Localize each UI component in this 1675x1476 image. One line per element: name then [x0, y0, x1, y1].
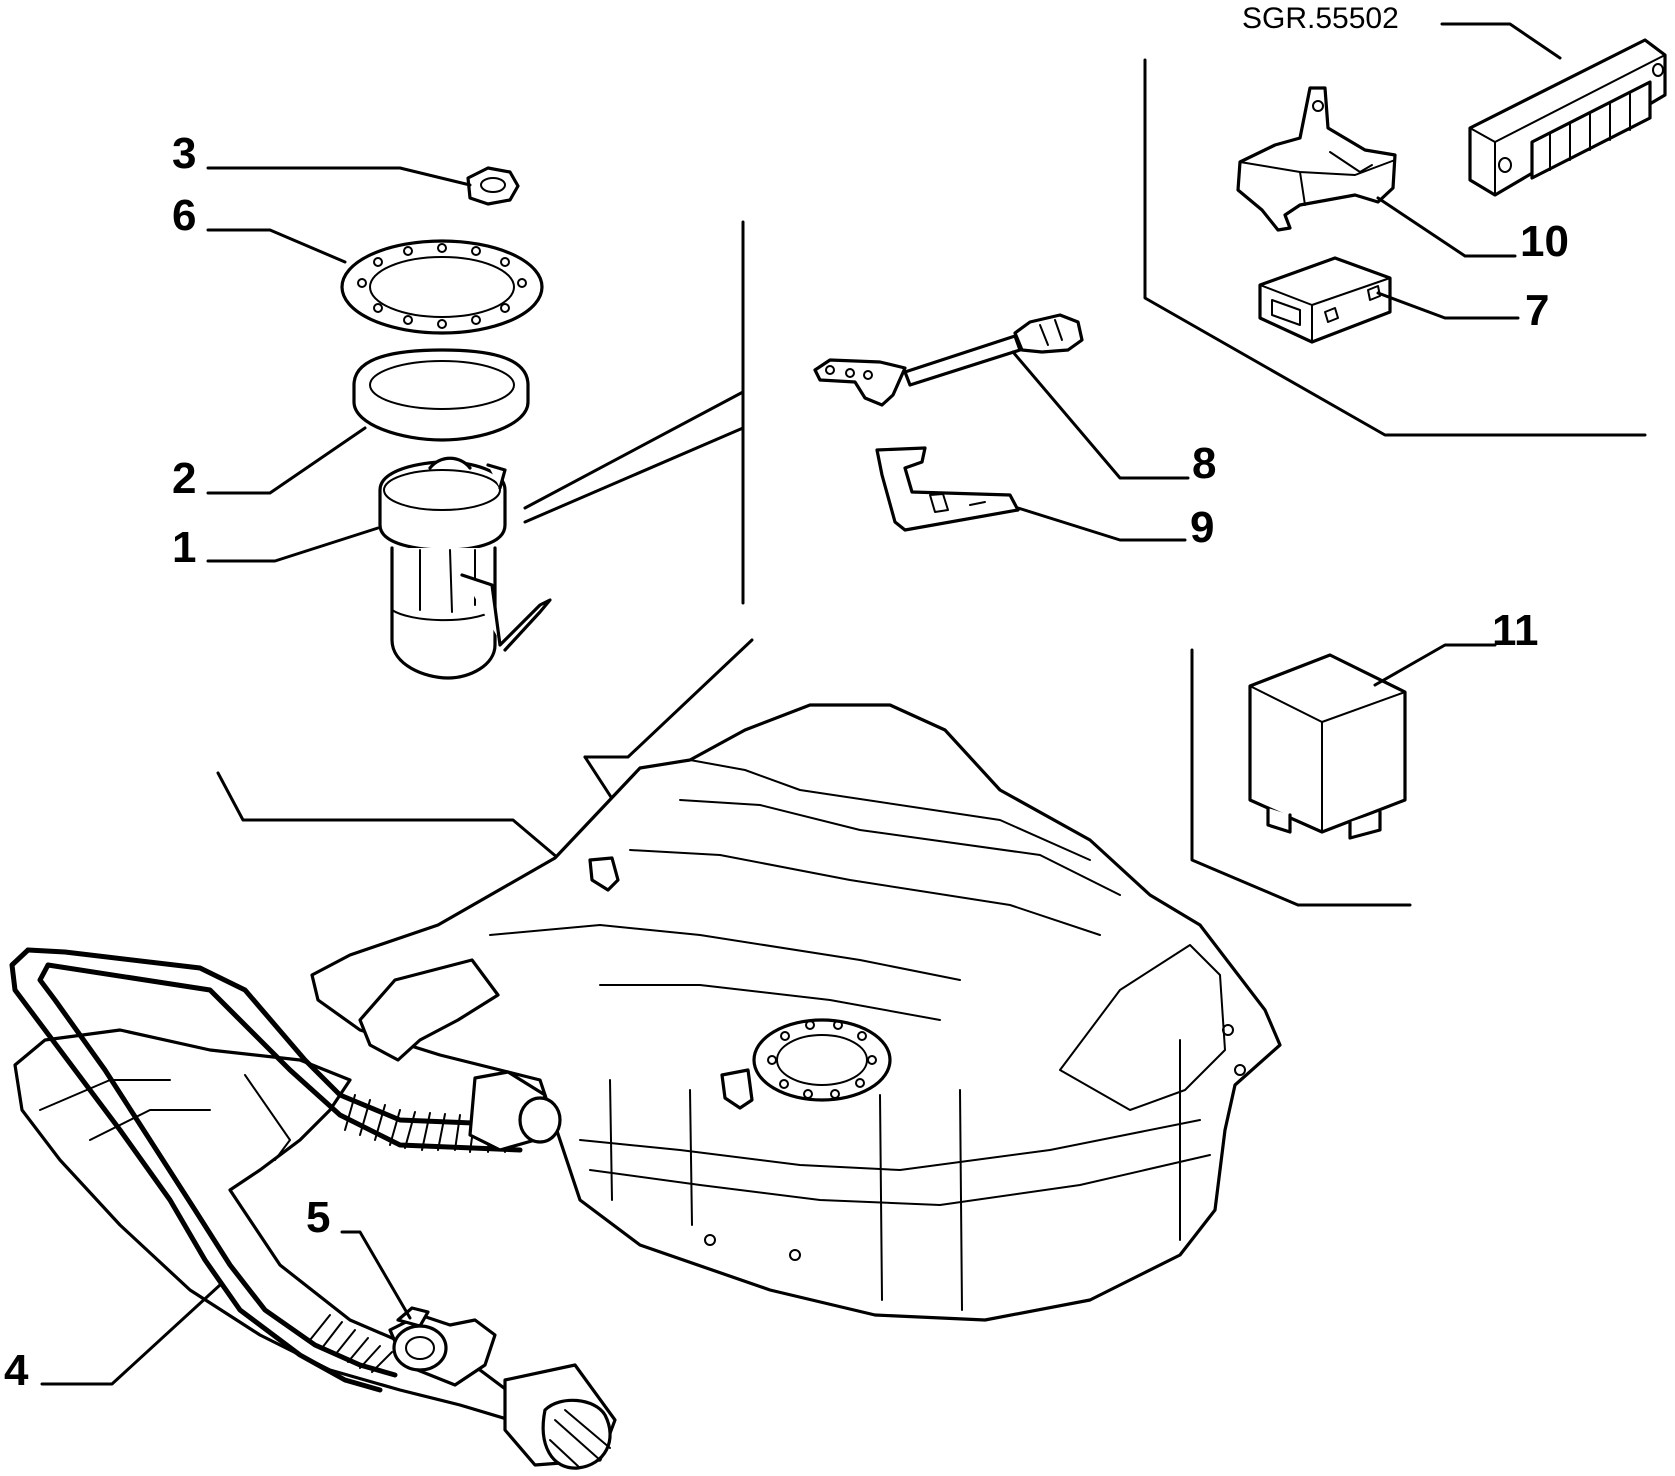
callout-5: 5 — [306, 1193, 330, 1242]
part-11-relay — [1248, 653, 1407, 840]
part-3-nut — [466, 166, 520, 206]
callout-4: 4 — [4, 1346, 29, 1395]
callout-9: 9 — [1190, 503, 1214, 552]
callout-8: 8 — [1192, 439, 1216, 488]
callout-6: 6 — [172, 191, 196, 240]
callout-1: 1 — [172, 523, 196, 572]
reference-connector — [1468, 38, 1667, 197]
reference-code-leader — [1440, 22, 1562, 60]
callout-3: 3 — [172, 129, 196, 178]
part-10-clamp-bracket — [1236, 86, 1397, 232]
part-6-locking-ring — [340, 239, 544, 335]
part-5-hose-clamp — [392, 1306, 448, 1372]
part-1-fuel-pump — [378, 456, 552, 680]
part-8-level-sender — [813, 313, 1084, 407]
callout-11: 11 — [1492, 606, 1539, 655]
reference-code: SGR.55502 — [1242, 2, 1399, 35]
callout-leaders — [40, 166, 1520, 1386]
callout-2: 2 — [172, 454, 196, 503]
part-9-bracket — [875, 446, 1020, 532]
part-7-module — [1258, 256, 1392, 344]
callout-7: 7 — [1525, 286, 1549, 335]
callout-numbers: 3 6 2 1 4 5 7 8 9 10 11 — [4, 129, 1569, 1395]
callout-10: 10 — [1520, 217, 1569, 266]
fuel-tank — [310, 703, 1282, 1322]
part-4-filler-assembly — [9, 947, 617, 1470]
part-2-seal — [352, 348, 530, 442]
